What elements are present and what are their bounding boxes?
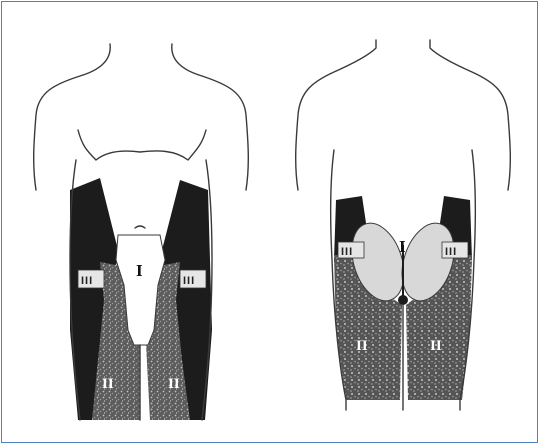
back-zone-2-right-label: II — [430, 338, 442, 354]
front-body-outline — [34, 44, 249, 420]
back-zone-2-left-label: II — [356, 338, 368, 354]
back-body-outline — [296, 40, 511, 410]
front-zone-1-label: I — [136, 261, 143, 280]
back-zone-1-label: I — [399, 237, 406, 256]
front-zone-3-right-label: III — [183, 275, 195, 287]
back-center-dot — [398, 295, 408, 305]
front-zone-3-left-label: III — [81, 275, 93, 287]
back-zone-3-left-label: III — [341, 246, 353, 258]
front-view: III III I II II — [34, 44, 249, 420]
front-zone-2-left-label: II — [102, 376, 114, 392]
front-zone-2-right-label: II — [168, 376, 180, 392]
back-view: III III I II II — [296, 40, 511, 410]
front-navel — [135, 226, 145, 228]
back-zone-3-right-label: III — [445, 246, 457, 258]
